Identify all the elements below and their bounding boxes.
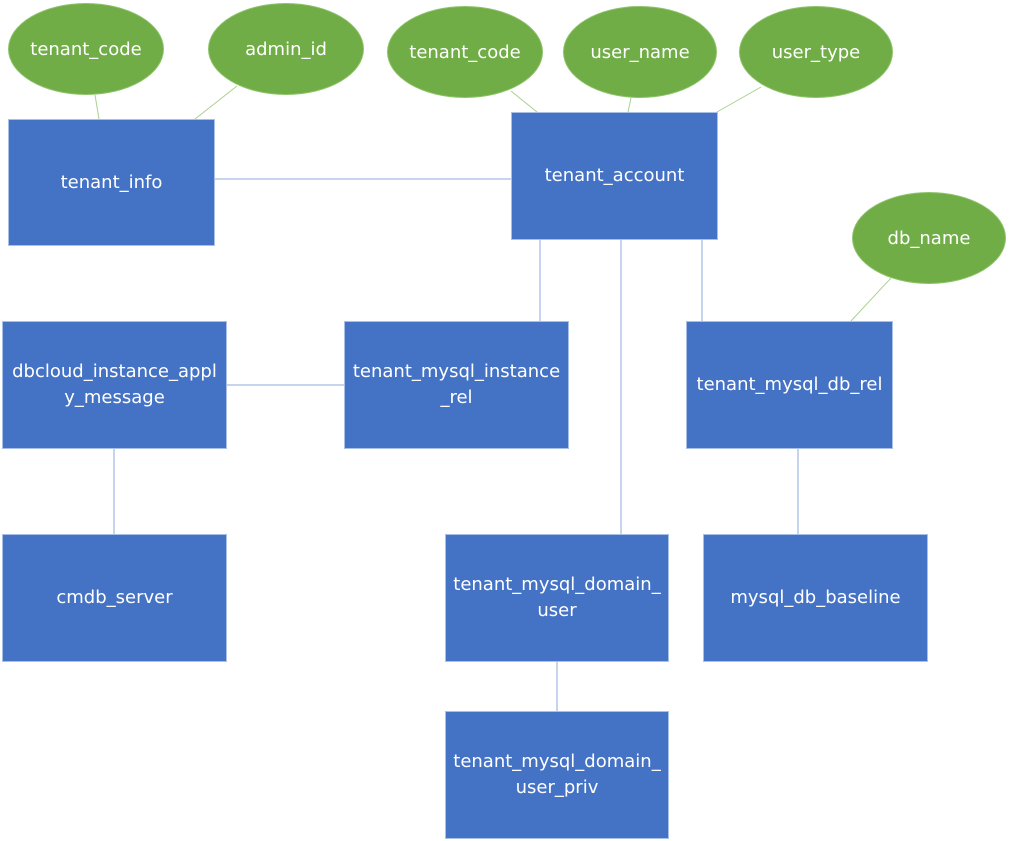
attribute-label: db_name	[887, 227, 971, 249]
entity-label: cmdb_server	[56, 587, 173, 608]
entity-tenant-info: tenant_info	[8, 119, 215, 246]
entity-label: tenant_info	[60, 171, 163, 193]
attribute-label: tenant_code	[409, 41, 521, 63]
entity-label: tenant_mysql_domain_user	[453, 574, 661, 621]
entity-label: dbcloud_instance_apply_message	[12, 361, 217, 408]
entity-label: tenant_account	[544, 165, 685, 186]
entity-label: mysql_db_baseline	[730, 587, 901, 608]
attribute-user-name: user_name	[563, 6, 717, 98]
link-tenant-info-tenant-code	[94, 94, 100, 120]
attribute-label: tenant_code	[30, 38, 142, 60]
entity-tenant-mysql-instance-rel: tenant_mysql_instance_rel	[344, 321, 569, 449]
attribute-user-type: user_type	[739, 6, 893, 98]
entity-label: tenant_mysql_db_rel	[696, 374, 883, 395]
entity-label: tenant_mysql_domain_user_priv	[453, 751, 661, 798]
entity-tenant-mysql-db-rel: tenant_mysql_db_rel	[686, 321, 893, 449]
entity-tenant-mysql-domain-user-priv: tenant_mysql_domain_user_priv	[445, 711, 669, 839]
attribute-label: admin_id	[245, 38, 327, 60]
attribute-db-name: db_name	[852, 192, 1006, 284]
link-tenant-account-user-name	[627, 97, 632, 113]
link-tenant-info-admin-id	[194, 85, 238, 120]
entity-cmdb-server: cmdb_server	[2, 534, 227, 662]
entity-tenant-mysql-domain-user: tenant_mysql_domain_user	[445, 534, 669, 662]
entity-mysql-db-baseline: mysql_db_baseline	[703, 534, 928, 662]
attribute-admin-id: admin_id	[208, 3, 364, 95]
link-tenant-account-user-type	[716, 86, 762, 113]
attribute-label: user_type	[771, 41, 861, 63]
entity-label: tenant_mysql_instance_rel	[352, 361, 561, 408]
entity-dbcloud-instance-apply-message: dbcloud_instance_apply_message	[2, 321, 227, 449]
link-tenant-account-tenant-code	[510, 90, 538, 113]
link-db-rel-db-name	[850, 277, 892, 322]
attribute-label: user_name	[590, 41, 690, 63]
attribute-tenant-account-tenant-code: tenant_code	[387, 6, 543, 98]
attribute-tenant-info-tenant-code: tenant_code	[8, 3, 164, 95]
entity-tenant-account: tenant_account	[511, 112, 718, 240]
